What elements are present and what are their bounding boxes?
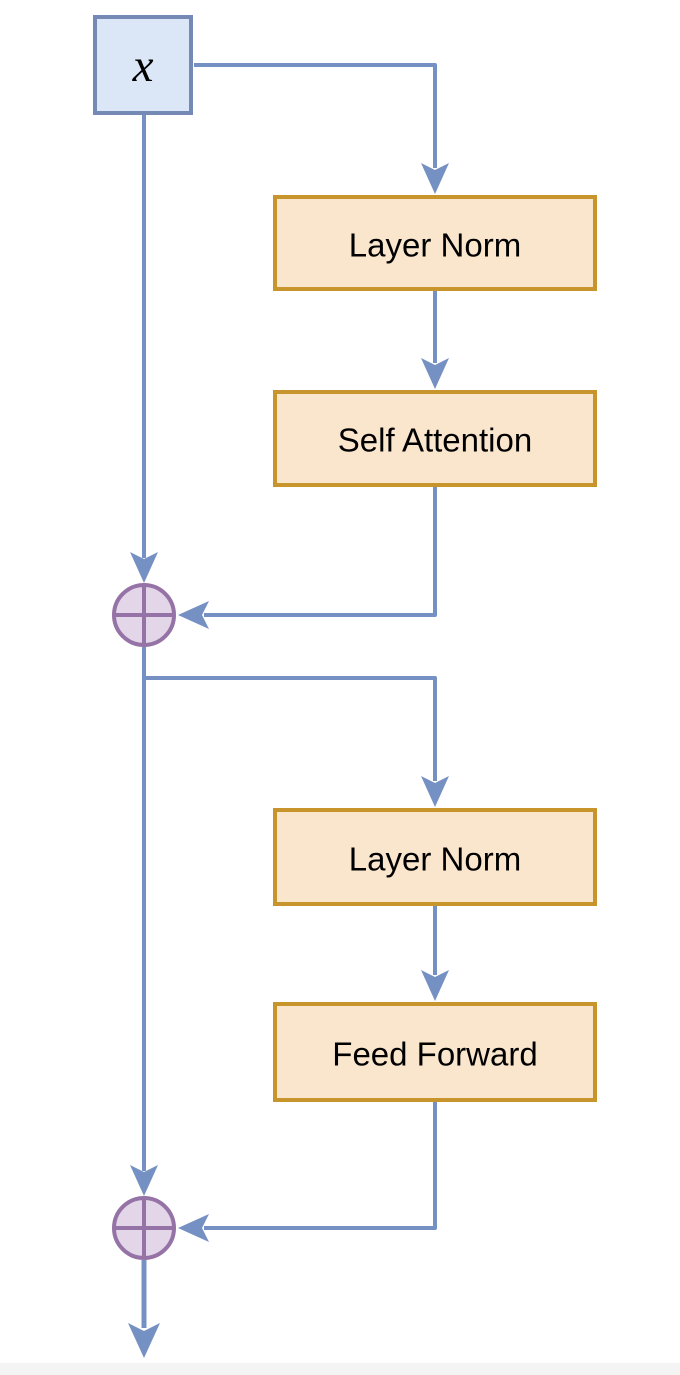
self-attention-box [273, 390, 597, 487]
arrowhead-into-add2-top [130, 1165, 158, 1196]
arrowhead-into-selfattention [421, 358, 449, 389]
arrowhead-into-layernorm1 [421, 163, 449, 194]
plus-cross [114, 1198, 174, 1258]
plus-cross [114, 585, 174, 645]
node-self-attention: Self Attention [273, 390, 597, 487]
arrowhead-output [128, 1323, 160, 1358]
arrowhead-into-add2-right [178, 1214, 209, 1242]
page-bottom-strip [0, 1363, 680, 1375]
node-layer-norm-1: Layer Norm [273, 195, 597, 291]
layer-norm-2-label: Layer Norm [349, 841, 521, 878]
arrowhead-into-add1-right [178, 601, 209, 629]
feed-forward-label: Feed Forward [332, 1036, 537, 1073]
arrowhead-into-layernorm2 [421, 776, 449, 807]
edge-feedforward-to-add2 [204, 1102, 437, 1230]
node-input: x [93, 15, 193, 115]
node-feed-forward: Feed Forward [273, 1002, 597, 1102]
layer-norm-1-box [273, 195, 597, 291]
feed-forward-box [273, 1002, 597, 1102]
edge-input-to-layernorm1 [194, 63, 437, 168]
input-label: x [132, 40, 154, 92]
arrowhead-into-add1-top [130, 552, 158, 583]
node-residual-add-1 [112, 583, 176, 647]
edge-selfattention-to-add1 [204, 487, 437, 617]
edges [128, 63, 449, 1358]
node-layer-norm-2: Layer Norm [273, 808, 597, 906]
input-box [93, 15, 193, 115]
edge-add1-to-layernorm2 [144, 676, 437, 781]
layer-norm-2-box [273, 808, 597, 906]
layer-norm-1-label: Layer Norm [349, 227, 521, 264]
arrowhead-into-feedforward [421, 970, 449, 1001]
node-residual-add-2 [112, 1196, 176, 1260]
self-attention-label: Self Attention [338, 422, 532, 459]
